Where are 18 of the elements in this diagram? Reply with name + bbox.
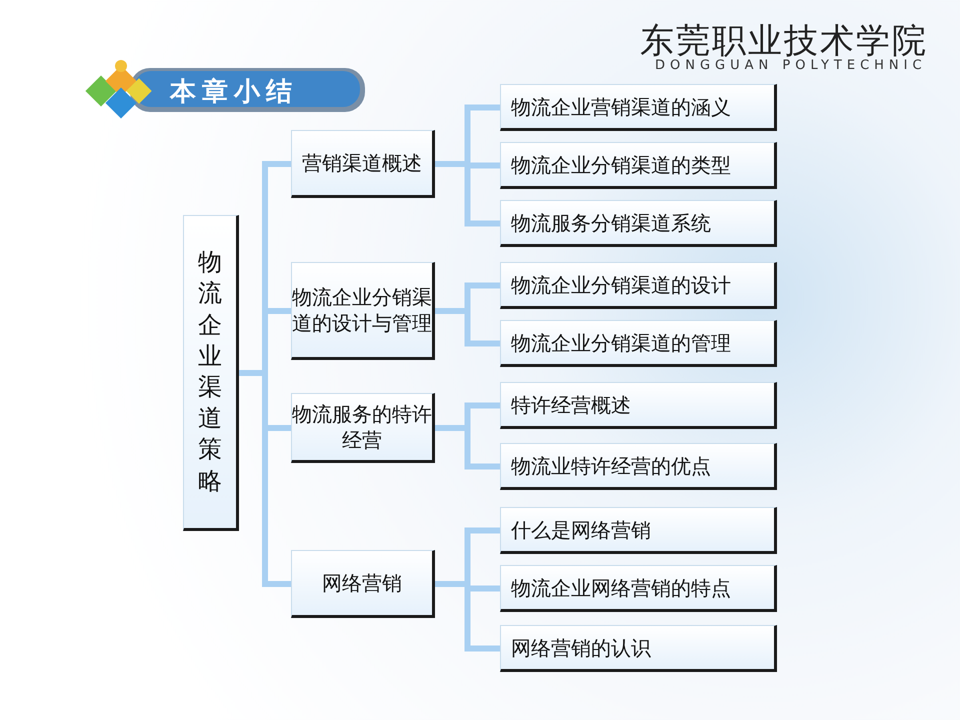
topic-box: 物流企业分销渠道的管理 xyxy=(500,320,777,367)
root-box: 物流企业渠道策略 xyxy=(183,215,239,531)
topic-box: 物流服务分销渠道系统 xyxy=(500,200,777,247)
title: 本章小结 xyxy=(170,76,298,109)
section-box: 网络营销 xyxy=(291,550,435,618)
topic-box: 物流企业网络营销的特点 xyxy=(500,565,777,612)
section-box: 营销渠道概述 xyxy=(291,130,435,198)
topic-box: 物流业特许经营的优点 xyxy=(500,443,777,490)
topic-box: 网络营销的认识 xyxy=(500,625,777,672)
topic-box: 物流企业分销渠道的类型 xyxy=(500,142,777,189)
topic-box: 什么是网络营销 xyxy=(500,507,777,554)
school-name: 东莞职业技术学院 xyxy=(640,20,928,61)
section-box: 物流企业分销渠道的设计与管理 xyxy=(291,262,435,360)
section-box: 物流服务的特许经营 xyxy=(291,393,435,463)
topic-box: 物流企业营销渠道的涵义 xyxy=(500,84,777,131)
school-name-english: DONGGUAN POLYTECHNIC xyxy=(655,58,927,73)
topic-box: 特许经营概述 xyxy=(500,382,777,429)
topic-box: 物流企业分销渠道的设计 xyxy=(500,262,777,309)
